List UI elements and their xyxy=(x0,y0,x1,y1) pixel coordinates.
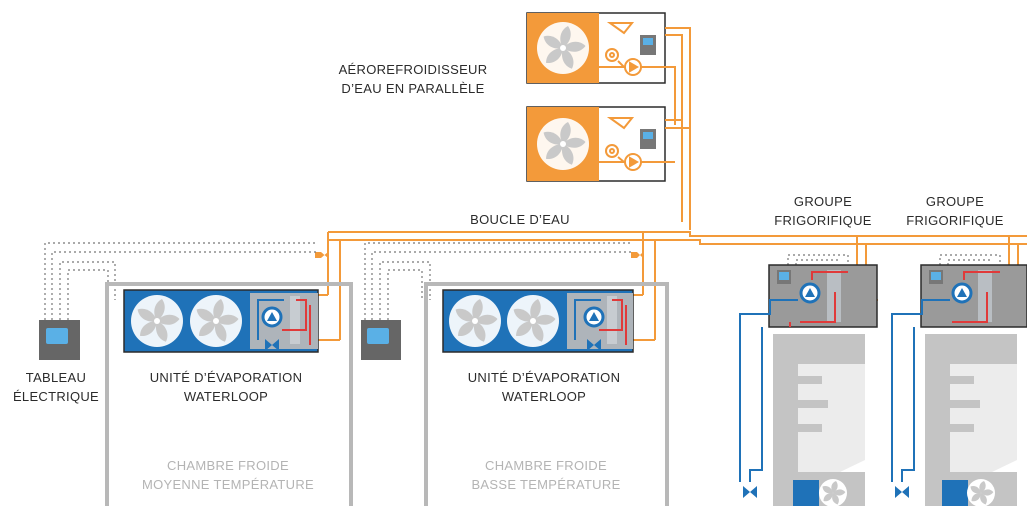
evaporator-unit-2-line2: WATERLOOP xyxy=(501,389,587,404)
pump-icon xyxy=(583,306,605,328)
cold-room-2-line1: CHAMBRE FROIDE xyxy=(485,458,607,473)
loop-valve-markers xyxy=(315,252,1014,298)
water-loop-label: BOUCLE D’EAU xyxy=(460,210,580,229)
cold-room-2-label: CHAMBRE FROIDE BASSE TEMPÉRATURE xyxy=(432,456,660,494)
refrigeration-group-2-label: GROUPE FRIGORIFIQUE xyxy=(900,192,1010,230)
dry-cooler-label-line1: AÉROREFROIDISSEUR xyxy=(338,62,488,77)
gauge-icon xyxy=(605,48,619,62)
evaporator-unit-1 xyxy=(123,289,319,353)
evaporator-unit-1-label: UNITÉ D’ÉVAPORATION WATERLOOP xyxy=(112,368,340,406)
evaporator-unit-2 xyxy=(442,289,634,353)
cold-room-2-wall xyxy=(424,282,669,506)
evaporator-unit-2-line1: UNITÉ D’ÉVAPORATION xyxy=(467,370,621,385)
evaporator-unit-2-label: UNITÉ D’ÉVAPORATION WATERLOOP xyxy=(430,368,658,406)
cold-room-1-line1: CHAMBRE FROIDE xyxy=(167,458,289,473)
refrigeration-group-1-line1: GROUPE xyxy=(793,194,853,209)
electrical-panel-line2: ÉLECTRIQUE xyxy=(12,389,100,404)
dry-cooler-top xyxy=(526,12,666,84)
electrical-panel-line1: TABLEAU xyxy=(25,370,87,385)
filter-icon xyxy=(606,117,635,130)
fan-icon xyxy=(131,295,183,347)
evaporator-unit-1-line2: WATERLOOP xyxy=(183,389,269,404)
refrigeration-group-2-line1: GROUPE xyxy=(925,194,985,209)
fan-icon xyxy=(449,295,501,347)
fan-icon xyxy=(967,479,995,506)
pump-icon xyxy=(799,282,821,304)
cold-room-1-line2: MOYENNE TEMPÉRATURE xyxy=(141,477,315,492)
dry-cooler-bottom xyxy=(526,106,666,182)
valve-icon xyxy=(895,486,909,498)
refrigeration-group-1-line2: FRIGORIFIQUE xyxy=(774,213,872,228)
fan-icon xyxy=(819,479,847,506)
pump-icon xyxy=(951,282,973,304)
water-loop-label-text: BOUCLE D’EAU xyxy=(470,212,570,227)
filter-icon xyxy=(606,22,635,35)
fan-icon xyxy=(537,22,589,74)
gauge-icon xyxy=(605,144,619,158)
valve-icon xyxy=(743,486,757,498)
fan-icon xyxy=(507,295,559,347)
refrigeration-group-2 xyxy=(891,264,1027,506)
cold-room-2-line2: BASSE TEMPÉRATURE xyxy=(471,477,621,492)
control-wiring xyxy=(44,242,1001,320)
refrigeration-group-1-label: GROUPE FRIGORIFIQUE xyxy=(768,192,878,230)
pump-icon xyxy=(261,306,283,328)
electrical-panel-2 xyxy=(361,320,401,360)
evaporator-unit-1-line1: UNITÉ D’ÉVAPORATION xyxy=(149,370,303,385)
refrigeration-group-2-line2: FRIGORIFIQUE xyxy=(906,213,1004,228)
fan-icon xyxy=(190,295,242,347)
electrical-panel-1 xyxy=(39,320,80,360)
electrical-panel-label: TABLEAU ÉLECTRIQUE xyxy=(4,368,108,406)
refrigeration-group-1 xyxy=(739,264,878,506)
dry-cooler-label-line2: D’EAU EN PARALLÈLE xyxy=(341,81,485,96)
fan-icon xyxy=(537,118,589,170)
water-loop xyxy=(318,27,1027,341)
dry-cooler-label: AÉROREFROIDISSEUR D’EAU EN PARALLÈLE xyxy=(308,60,518,98)
cold-room-1-label: CHAMBRE FROIDE MOYENNE TEMPÉRATURE xyxy=(112,456,344,494)
cold-room-1-wall xyxy=(105,282,353,506)
